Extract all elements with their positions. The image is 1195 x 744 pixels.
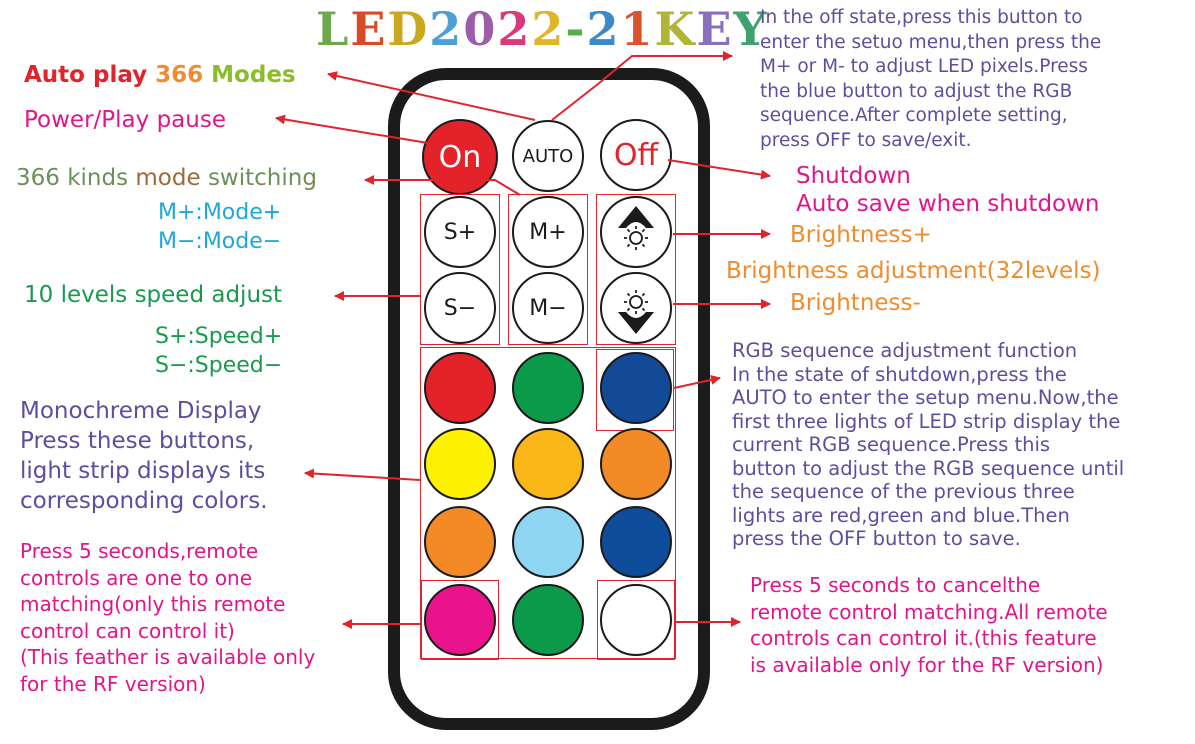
auto-save-label: Auto save when shutdown <box>796 191 1100 217</box>
off-button-label: Off <box>613 137 659 173</box>
white-button-box <box>597 580 675 660</box>
title-char: 2 <box>429 2 464 56</box>
color-button-white[interactable] <box>600 584 672 656</box>
speed-group-box <box>420 194 500 345</box>
color-button-orange-2[interactable] <box>424 506 496 578</box>
color-button-blue[interactable] <box>600 352 672 424</box>
title-char: Y <box>733 2 769 56</box>
title-char: - <box>565 2 587 56</box>
arrow-mono <box>304 468 421 481</box>
title-char: L <box>316 2 351 56</box>
title-char: 2 <box>586 2 621 56</box>
brightness-plus-label: Brightness+ <box>790 222 932 248</box>
speed-minus-label: S−:Speed− <box>155 353 283 378</box>
on-button-label: On <box>438 139 482 175</box>
mono-display-label: Monochreme Display Press these buttons, … <box>20 398 268 514</box>
mode-minus-button[interactable]: M− <box>512 272 584 344</box>
color-button-green[interactable] <box>512 352 584 424</box>
matching-label: Press 5 seconds,remote controls are one … <box>20 539 316 696</box>
mode-plus-label-text: M+ <box>529 219 567 245</box>
speed-minus-button[interactable]: S− <box>424 272 496 344</box>
color-button-orange[interactable] <box>600 428 672 500</box>
title-char: K <box>654 2 697 56</box>
brightness-minus-label: Brightness- <box>790 290 921 316</box>
brightness-plus-button[interactable] <box>600 196 672 268</box>
speed-plus-label-text: S+ <box>443 219 477 245</box>
arrow-setup <box>551 51 733 121</box>
arrow-power <box>275 114 441 146</box>
cancel-matching-label: Press 5 seconds to cancelthe remote cont… <box>750 573 1108 677</box>
rgb-sequence-label: RGB sequence adjustment function In the … <box>732 339 1125 550</box>
title-char: D <box>387 2 430 56</box>
speed-plus-button[interactable]: S+ <box>424 196 496 268</box>
brightness-adjust-label: Brightness adjustment(32levels) <box>726 258 1101 284</box>
mode-plus-button[interactable]: M+ <box>512 196 584 268</box>
color-group-box <box>420 347 676 659</box>
color-button-amber[interactable] <box>512 428 584 500</box>
mode-plus-label: M+:Mode+ <box>158 200 282 225</box>
color-button-magenta[interactable] <box>424 584 496 656</box>
mode-group-box <box>508 194 588 345</box>
title-char: 2 <box>531 2 566 56</box>
color-button-navy[interactable] <box>600 506 672 578</box>
speed-adjust-label: 10 levels speed adjust <box>24 282 283 308</box>
auto-button[interactable]: AUTO <box>512 120 584 192</box>
color-button-yellow[interactable] <box>424 428 496 500</box>
speed-minus-label-text: S− <box>443 295 477 321</box>
mode-minus-label: M−:Mode− <box>158 229 282 254</box>
speed-plus-label: S+:Speed+ <box>155 324 283 349</box>
setup-menu-label: In the off state,press this button to en… <box>760 7 1102 151</box>
magenta-button-box <box>421 580 499 660</box>
mode-minus-label-text: M− <box>529 295 567 321</box>
arrow-shutdown <box>667 159 771 180</box>
title-char: 2 <box>497 2 532 56</box>
auto-button-label: AUTO <box>522 145 574 167</box>
auto-play-label: Auto play 366 Modes <box>24 62 296 88</box>
power-label: Power/Play pause <box>24 107 226 133</box>
title-char: E <box>350 2 388 56</box>
title-char: E <box>696 2 734 56</box>
arrow-auto-play <box>327 71 536 121</box>
mode-switch-label: 366 kinds mode switching <box>16 165 317 191</box>
page-title: LED2022-21KEY <box>316 2 768 56</box>
off-button[interactable]: Off <box>600 119 672 191</box>
color-button-light-blue[interactable] <box>512 506 584 578</box>
brightness-up-icon <box>618 206 654 250</box>
color-button-red[interactable] <box>424 352 496 424</box>
arrow-rgb <box>673 375 721 389</box>
arrow-mode-switch <box>364 175 521 196</box>
brightness-group-box <box>596 194 676 345</box>
brightness-down-icon <box>618 290 654 334</box>
shutdown-label: Shutdown <box>796 163 911 189</box>
brightness-minus-button[interactable] <box>600 272 672 344</box>
title-char: 0 <box>463 2 498 56</box>
title-char: 1 <box>620 2 655 56</box>
color-button-green-2[interactable] <box>512 584 584 656</box>
